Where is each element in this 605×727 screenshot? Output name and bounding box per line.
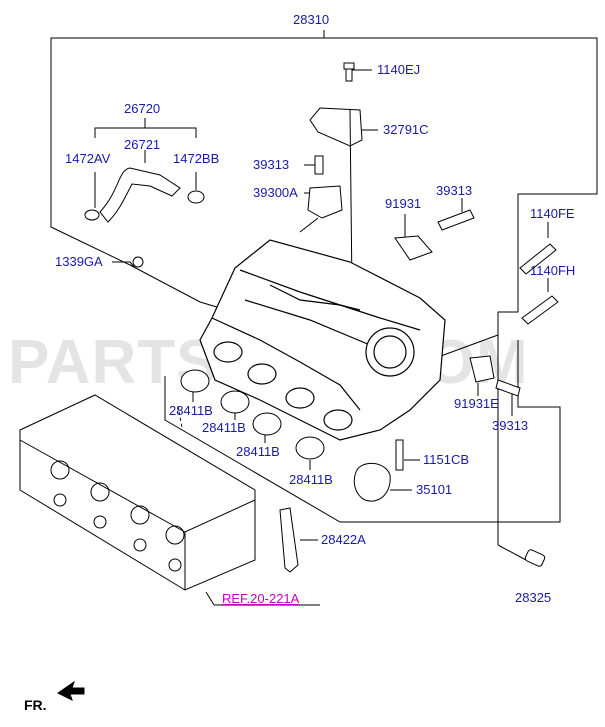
bolt-39313-lower (495, 379, 521, 397)
callout-1472AV[interactable]: 1472AV (65, 151, 111, 166)
clamp-1472AV (84, 209, 100, 221)
callout-26721[interactable]: 26721 (124, 137, 161, 152)
plug-28325 (524, 549, 546, 567)
callout-1140FE[interactable]: 1140FE (530, 206, 575, 221)
callout-28411B-3[interactable]: 28411B (236, 444, 280, 459)
callout-28422A[interactable]: 28422A (321, 532, 366, 547)
reference-link[interactable]: REF.20-221A (222, 591, 300, 606)
callout-28411B-1[interactable]: 28411B (169, 403, 213, 418)
bolt-1140FE (519, 243, 557, 275)
clamp-1472BB (187, 190, 205, 204)
callout-39313-upper[interactable]: 39313 (436, 183, 473, 198)
assembly-boundary-bottom (164, 340, 561, 523)
callout-1151CB[interactable]: 1151CB (423, 452, 470, 467)
leader-1339GA (112, 261, 136, 269)
callout-28310[interactable]: 28310 (293, 12, 330, 27)
callout-26720[interactable]: 26720 (124, 101, 161, 116)
bracket-rod (349, 109, 353, 291)
bracket-28422A (279, 507, 299, 573)
gasket-28411B-1 (180, 369, 210, 393)
gasket-28411B-4 (295, 436, 325, 460)
callout-1339GA[interactable]: 1339GA (55, 254, 103, 269)
callout-39313-sensor[interactable]: 39313 (253, 157, 290, 172)
front-arrow-icon (57, 680, 85, 701)
callout-28411B-2[interactable]: 28411B (202, 420, 246, 435)
bolt-1140FH (521, 295, 559, 325)
hose-26721 (99, 167, 181, 223)
callout-1140EJ[interactable]: 1140EJ (377, 62, 421, 77)
ref-arrow-line (205, 591, 215, 606)
sensor-39300A (299, 155, 343, 233)
callout-28411B-4[interactable]: 28411B (289, 472, 333, 487)
bracket-32791C (309, 107, 363, 147)
intake-manifold (199, 239, 446, 441)
front-direction-label: FR. (24, 697, 47, 713)
callout-39300A[interactable]: 39300A (253, 185, 298, 200)
cylinder-head (19, 394, 256, 591)
bracket-91931 (394, 235, 433, 261)
bracket-91931E (469, 355, 495, 383)
callout-91931E[interactable]: 91931E (454, 396, 499, 411)
bolt-39313-upper (437, 209, 475, 231)
callout-91931[interactable]: 91931 (385, 196, 422, 211)
callout-1140FH[interactable]: 1140FH (530, 263, 576, 278)
gasket-28411B-3 (252, 412, 282, 436)
callout-35101[interactable]: 35101 (416, 482, 453, 497)
stud-1151CB (395, 439, 404, 471)
bolt-1140EJ (343, 62, 355, 82)
callout-39313-lower[interactable]: 39313 (492, 418, 529, 433)
gasket-35101 (353, 462, 391, 502)
callout-1472BB[interactable]: 1472BB (173, 151, 220, 166)
assembly-boundary (50, 37, 324, 319)
callout-32791C[interactable]: 32791C (383, 122, 429, 137)
callout-28325[interactable]: 28325 (515, 590, 552, 605)
nut-1339GA (132, 256, 144, 268)
leader-28325-b (497, 544, 527, 561)
assembly-boundary-right (324, 37, 598, 361)
gasket-28411B-2 (220, 390, 250, 414)
leader-dash (177, 405, 183, 429)
